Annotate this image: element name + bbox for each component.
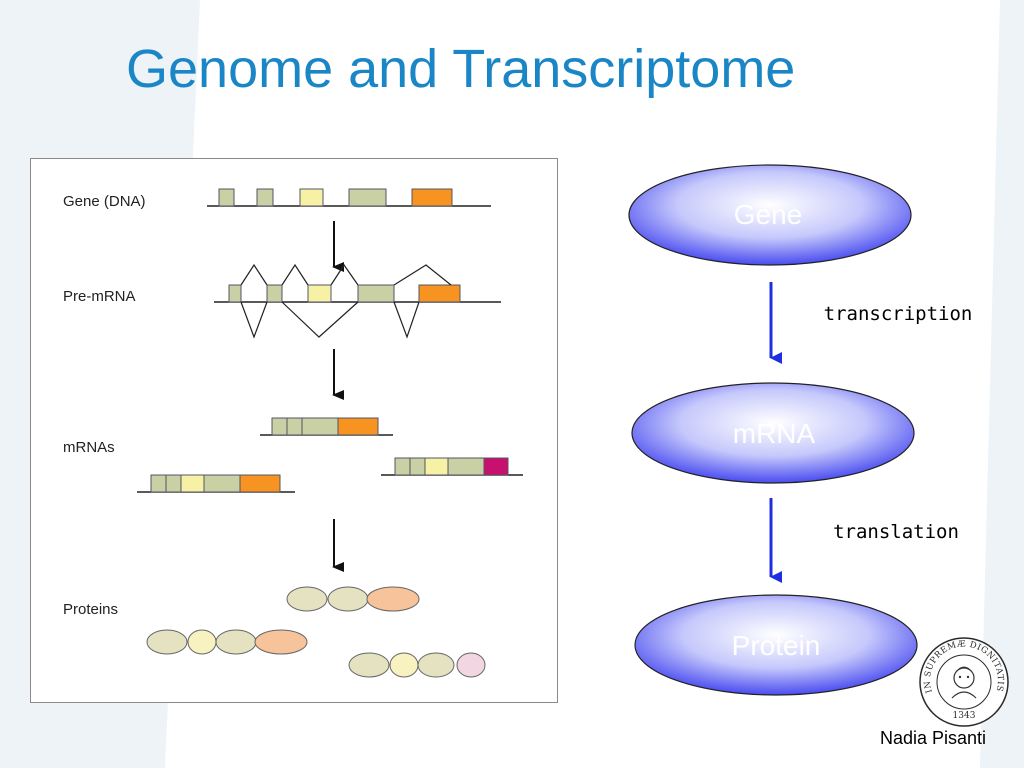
mrna-transcript-1 [260,417,393,436]
node-mrna [631,382,915,484]
protein-3 [348,652,486,678]
splicing-figure: Gene (DNA) Pre-mRNA mRNAs Proteins [30,158,558,703]
slide-title: Genome and Transcriptome [126,39,796,99]
node-gene-label: Gene [734,199,803,230]
protein-1 [286,586,420,612]
node-mrna-label: mRNA [733,418,816,449]
edge-label-transcription: transcription [824,303,973,325]
edge-label-translation: translation [833,521,959,543]
mrna-transcript-2 [137,474,295,493]
node-protein [634,594,918,696]
author-name: Nadia Pisanti [880,728,987,748]
mrna-transcript-3 [381,457,523,476]
node-protein-label: Protein [732,630,821,661]
label-pre-mrna: Pre-mRNA [63,288,136,305]
protein-2 [146,629,308,655]
svg-text:1343: 1343 [953,711,976,721]
node-gene [628,164,912,266]
label-mrnas: mRNAs [63,439,115,456]
gene-dna-track [207,188,491,207]
label-proteins: Proteins [63,601,118,618]
university-seal-logo: IN SUPREMÆ DIGNITATIS 1343 [919,637,1009,727]
pre-mrna-track [214,263,501,339]
label-gene-dna: Gene (DNA) [63,193,146,210]
